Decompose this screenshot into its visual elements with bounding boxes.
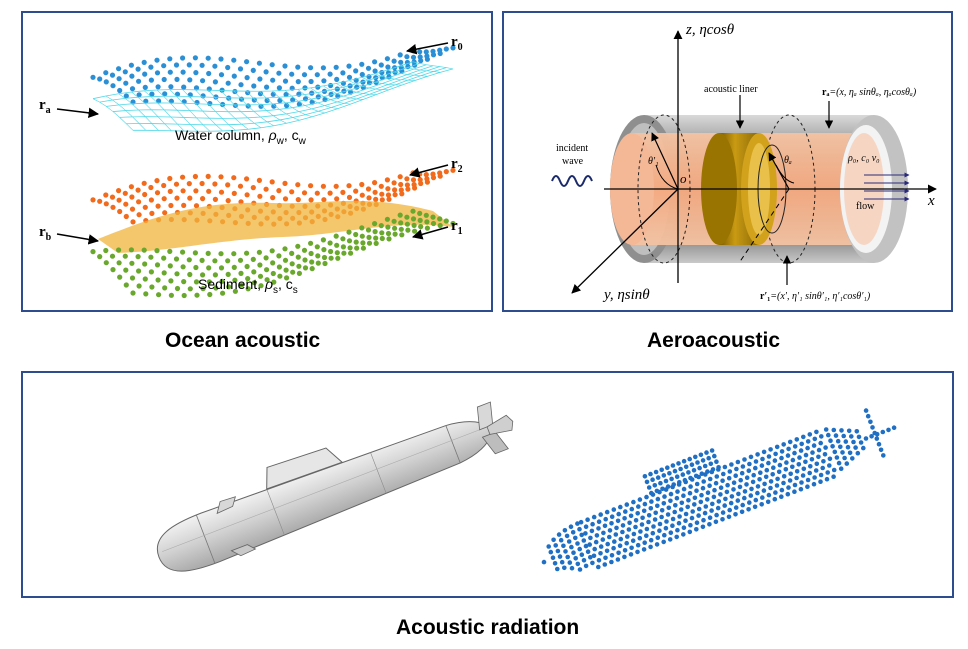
acoustic-radiation-panel	[21, 371, 954, 598]
dashed-guide	[738, 188, 790, 264]
ra-equation: rₐ=(x, ηₐ sinθₐ, ηₐcosθₐ)	[822, 87, 917, 98]
ocean-acoustic-panel: r0 ra r2 rb r1 Water column, ρw, cw Sedi…	[21, 11, 493, 312]
thetaa-arc	[775, 164, 795, 184]
label-r2: r2	[451, 156, 463, 175]
acoustic-liner-label: acoustic liner	[704, 84, 758, 95]
theta1-arc	[655, 164, 679, 190]
label-rb: rb	[39, 224, 52, 243]
theta-prime-label: θ′₁	[648, 156, 659, 167]
ocean-figure: r0 ra r2 rb r1 Water column, ρw, cw Sedi…	[39, 34, 463, 299]
caption-acoustic-radiation: Acoustic radiation	[396, 616, 580, 639]
sediment-label: Sediment, ρs, cs	[198, 276, 298, 296]
aero-figure: z, ηcosθ y, ηsinθ x o acoustic liner inc…	[551, 22, 937, 303]
radiation-figure	[156, 401, 897, 572]
flow-params-label: ρ₀, c₀ v₀	[847, 153, 880, 164]
y-axis	[571, 188, 679, 294]
arrow-icon	[405, 42, 449, 55]
submarine-solid-model	[156, 401, 514, 572]
water-column-label: Water column, ρw, cw	[175, 127, 307, 147]
aeroacoustic-panel: z, ηcosθ y, ηsinθ x o acoustic liner inc…	[502, 11, 953, 312]
label-r0: r0	[451, 34, 463, 53]
x-axis-label: x	[927, 193, 935, 209]
origin-label: o	[680, 171, 687, 186]
y-axis-label: y, ηsinθ	[602, 287, 650, 303]
incident-label-1: incident	[556, 143, 588, 154]
sine-wave-icon	[551, 175, 593, 187]
theta-a-label: θₐ	[784, 155, 792, 166]
r1-equation: r′₁=(x′, η′₁ sinθ′₁, η′₁cosθ′₁)	[760, 291, 871, 302]
submarine-point-cloud	[541, 408, 897, 572]
label-r1: r1	[451, 218, 463, 237]
blue-point-layer-r0	[90, 45, 456, 109]
caption-aeroacoustic: Aeroacoustic	[647, 329, 781, 352]
flow-label: flow	[856, 201, 875, 212]
arrow-icon	[56, 233, 100, 245]
r1-radius	[651, 132, 679, 190]
cyan-mesh-surface-ra	[92, 61, 454, 132]
yellow-surface-rb	[98, 200, 453, 253]
arrow-icon	[411, 226, 449, 240]
incident-label-2: wave	[562, 156, 584, 167]
green-point-layer-r1	[90, 208, 456, 299]
arrow-icon	[408, 164, 449, 178]
z-axis-label: z, ηcosθ	[685, 22, 735, 38]
label-ra: ra	[39, 97, 51, 116]
caption-ocean-acoustic: Ocean acoustic	[165, 329, 321, 352]
arrow-icon	[56, 107, 100, 119]
